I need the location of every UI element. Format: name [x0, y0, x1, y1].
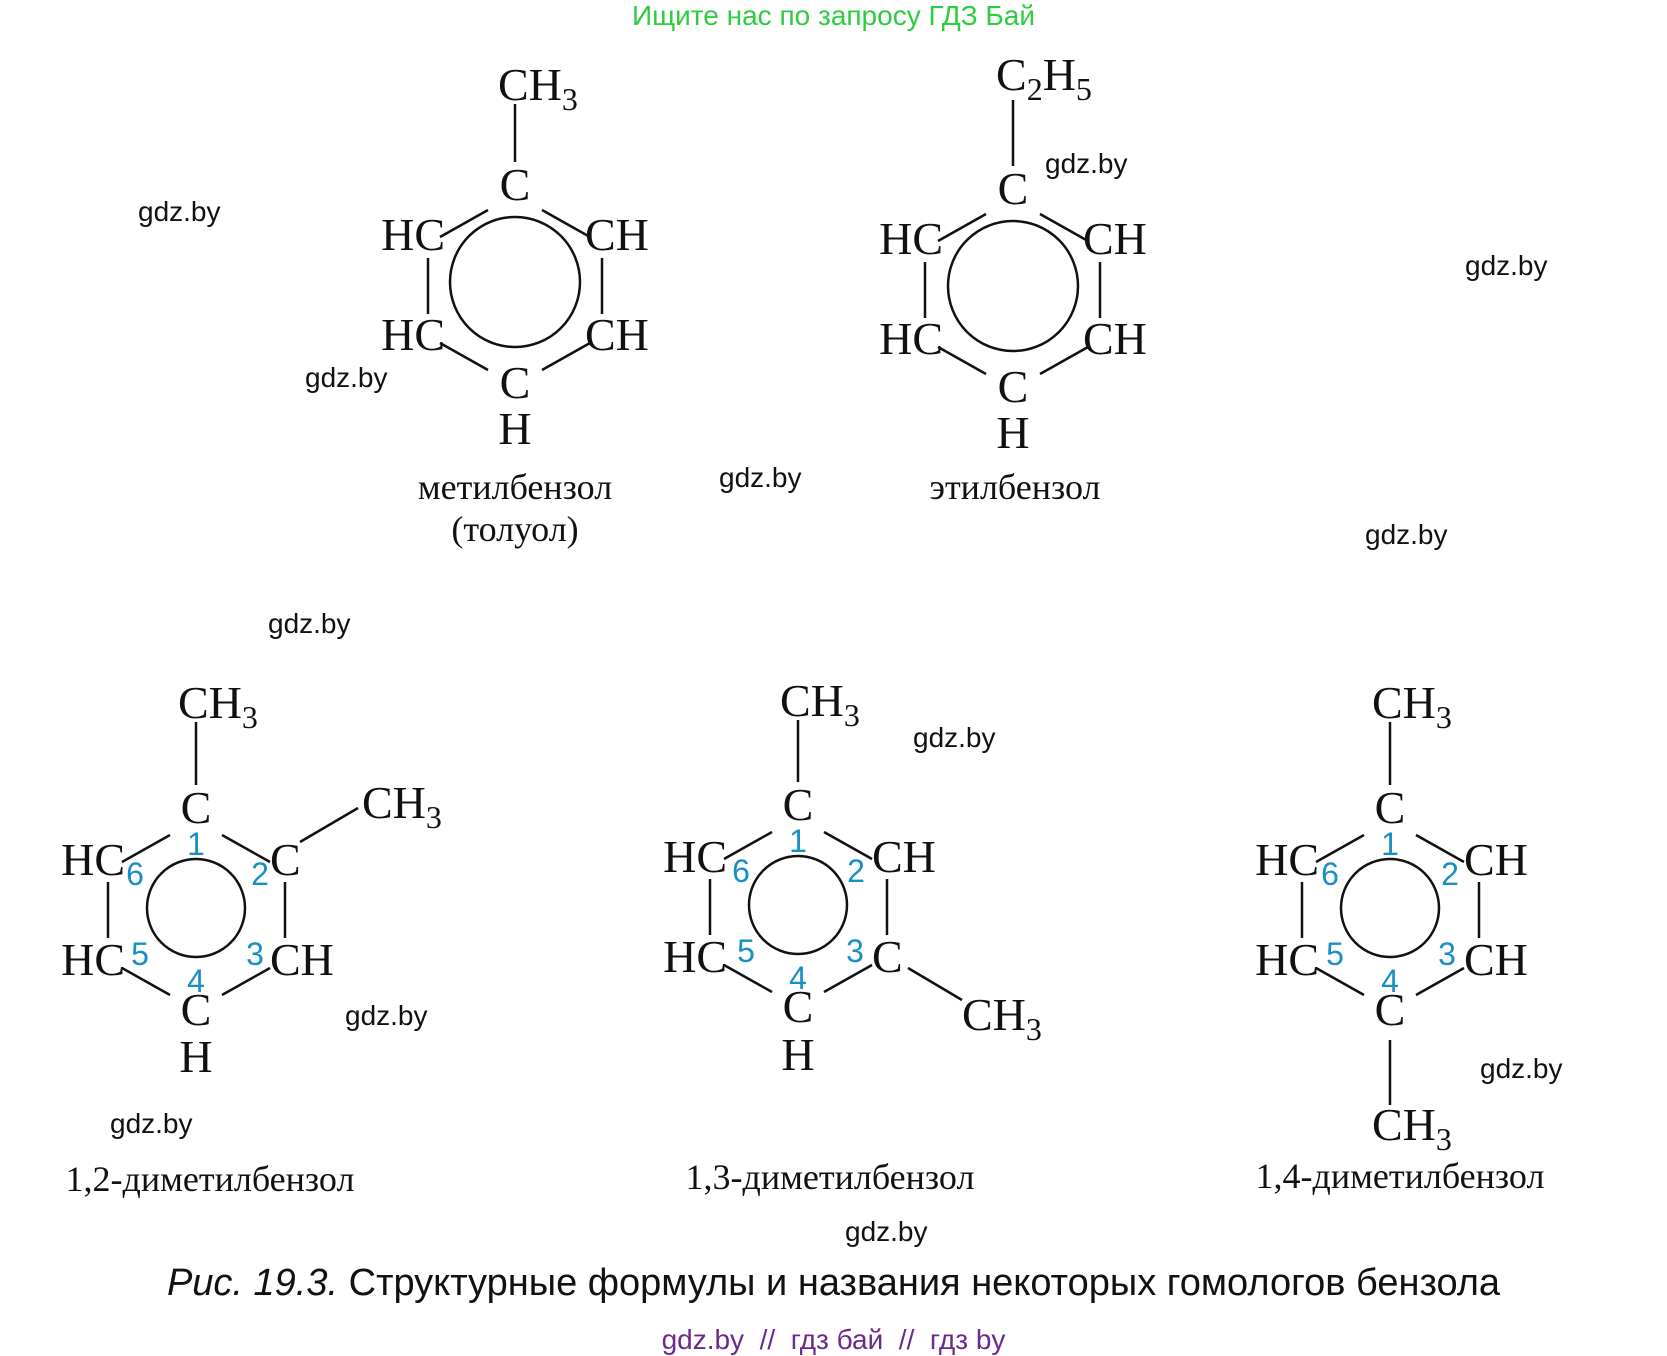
- atom-label: CH3: [1372, 677, 1452, 735]
- atom-label: C: [998, 361, 1029, 412]
- atom-label: H: [179, 1031, 212, 1082]
- atom-label: CH: [585, 209, 649, 260]
- atom-label: C2H5: [996, 49, 1092, 107]
- locant: 5: [1326, 936, 1344, 972]
- figure-caption: Рис. 19.3. Структурные формулы и названи…: [0, 1262, 1667, 1305]
- atom-label: C: [500, 357, 531, 408]
- atom-label: C: [783, 779, 814, 830]
- compound-name: метилбензол: [417, 467, 613, 507]
- atom-label: HC: [61, 834, 125, 885]
- o-xylene-formula: CH3 C HC C HC CH C H CH3 1 2 3 4 5 6: [61, 677, 442, 1082]
- watermark: gdz.by: [1365, 519, 1448, 550]
- atom-label: H: [498, 403, 531, 454]
- footer-links: gdz.by // гдз бай // гдз by: [661, 1324, 1006, 1355]
- atom-label: HC: [663, 931, 727, 982]
- watermark: gdz.by: [305, 362, 388, 393]
- atom-label: HC: [879, 213, 943, 264]
- atom-label: CH3: [178, 677, 258, 735]
- watermark: gdz.by: [1045, 148, 1128, 179]
- watermark: gdz.by: [719, 462, 802, 493]
- locant: 1: [789, 823, 807, 859]
- toluene-formula: CH3 C HC CH HC CH C H: [381, 59, 649, 454]
- atom-label: CH: [1083, 313, 1147, 364]
- locant: 2: [251, 856, 269, 892]
- locant: 3: [246, 936, 264, 972]
- atom-label: HC: [1255, 834, 1319, 885]
- locant: 6: [126, 856, 144, 892]
- atom-label: CH: [270, 934, 334, 985]
- locant: 4: [187, 963, 205, 999]
- atom-label: C: [181, 984, 212, 1035]
- watermark: gdz.by: [268, 608, 351, 639]
- atom-label: HC: [381, 309, 445, 360]
- compound-name-ethylbenzene: этилбензол: [929, 467, 1101, 507]
- atom-label: H: [781, 1029, 814, 1080]
- locant: 3: [846, 933, 864, 969]
- compound-name-o-xylene: 1,2-диметилбензол: [65, 1159, 355, 1199]
- atom-label: C: [181, 782, 212, 833]
- atom-label: C: [998, 163, 1029, 214]
- atom-label: C: [1375, 984, 1406, 1035]
- compound-alt-name: (толуол): [451, 509, 579, 549]
- atom-label: CH3: [498, 59, 578, 117]
- figure-caption-text: Структурные формулы и названия некоторых…: [348, 1262, 1501, 1304]
- locant: 4: [789, 960, 807, 996]
- top-banner: Ищите нас по запросу ГДЗ Бай: [631, 0, 1036, 31]
- atom-label: CH: [1464, 834, 1528, 885]
- atom-label: HC: [1255, 934, 1319, 985]
- watermark: gdz.by: [1465, 250, 1548, 281]
- m-xylene-formula: CH3 C HC CH HC C C H CH3 1 2 3 4 5 6: [663, 675, 1042, 1080]
- watermark: gdz.by: [345, 1000, 428, 1031]
- atom-label: HC: [61, 934, 125, 985]
- atom-label: CH3: [1372, 1099, 1452, 1157]
- locant: 1: [187, 826, 205, 862]
- locant: 6: [1321, 856, 1339, 892]
- atom-label: CH: [872, 831, 936, 882]
- figure-number: Рис. 19.3.: [166, 1262, 339, 1304]
- atom-label: CH: [1464, 934, 1528, 985]
- watermark: gdz.by: [1480, 1053, 1563, 1084]
- compound-name-toluene: метилбензол (толуол): [365, 466, 665, 550]
- watermark: gdz.by: [913, 722, 996, 753]
- locant: 3: [1438, 936, 1456, 972]
- atom-label: HC: [879, 313, 943, 364]
- watermark: gdz.by: [110, 1108, 193, 1139]
- atom-label: C: [1375, 782, 1406, 833]
- watermark: gdz.by: [845, 1216, 928, 1247]
- atom-label: HC: [663, 831, 727, 882]
- watermark: gdz.by: [138, 196, 221, 227]
- atom-label: CH: [585, 309, 649, 360]
- atom-label: CH3: [780, 675, 860, 733]
- locant: 4: [1381, 963, 1399, 999]
- locant: 2: [1441, 856, 1459, 892]
- p-xylene-formula: CH3 C HC CH HC CH C CH3 1 2 3 4 5 6: [1255, 677, 1528, 1157]
- atom-label: C: [270, 834, 301, 885]
- locant: 1: [1381, 826, 1399, 862]
- atom-label: CH3: [962, 989, 1042, 1047]
- atom-label: HC: [381, 209, 445, 260]
- compound-name-p-xylene: 1,4-диметилбензол: [1255, 1156, 1545, 1196]
- atom-label: H: [996, 407, 1029, 458]
- atom-label: CH: [1083, 213, 1147, 264]
- locant: 5: [737, 933, 755, 969]
- locant: 5: [131, 936, 149, 972]
- locant: 6: [732, 853, 750, 889]
- atom-label: C: [872, 931, 903, 982]
- ethylbenzene-formula: C2H5 C HC CH HC CH C H: [879, 49, 1147, 458]
- locant: 2: [847, 853, 865, 889]
- atom-label: CH3: [362, 777, 442, 835]
- atom-label: C: [500, 159, 531, 210]
- atom-label: C: [783, 981, 814, 1032]
- compound-name-m-xylene: 1,3-диметилбензол: [685, 1157, 975, 1197]
